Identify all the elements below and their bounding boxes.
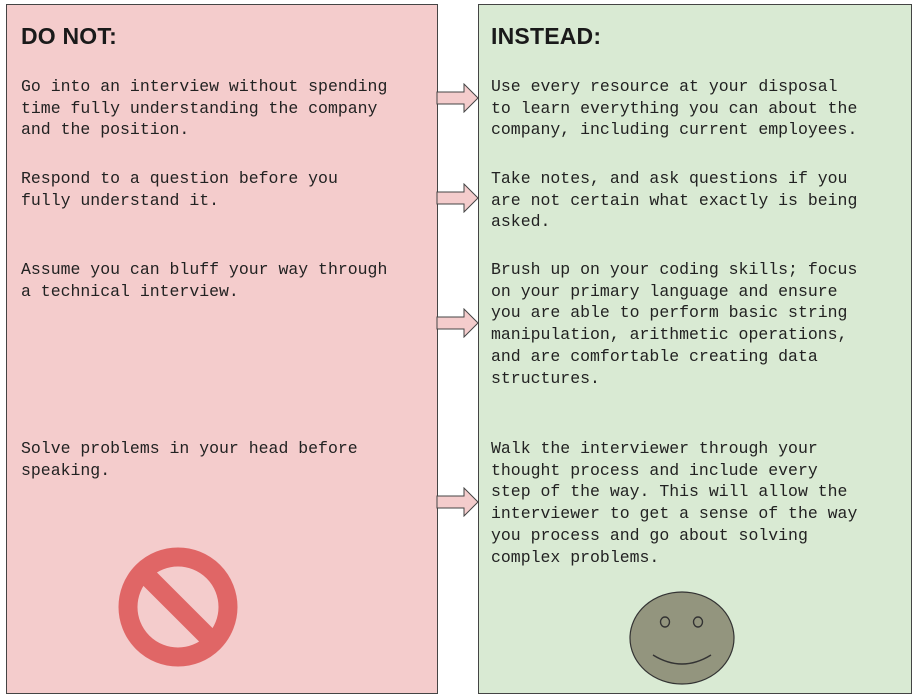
instead-item-4: Walk the interviewer through your though… [491,439,858,567]
arrow-icon [436,487,479,517]
do-not-item-2: Respond to a question before you fully u… [21,169,338,210]
instead-item-2: Take notes, and ask questions if you are… [491,169,858,232]
arrow-icon [436,183,479,213]
arrow-icon [436,308,479,338]
instead-item-1: Use every resource at your disposal to l… [491,77,858,140]
smiley-face-icon [629,591,735,685]
do-not-panel: DO NOT: Go into an interview without spe… [6,4,438,694]
instead-panel: INSTEAD: Use every resource at your disp… [478,4,912,694]
arrow-icon [436,83,479,113]
instead-heading: INSTEAD: [491,23,602,49]
do-not-item-1: Go into an interview without spending ti… [21,77,388,140]
do-not-item-4: Solve problems in your head before speak… [21,439,358,480]
do-not-heading: DO NOT: [21,23,117,49]
instead-item-3: Brush up on your coding skills; focus on… [491,260,858,388]
prohibited-icon [118,547,238,667]
do-not-item-3: Assume you can bluff your way through a … [21,260,388,301]
